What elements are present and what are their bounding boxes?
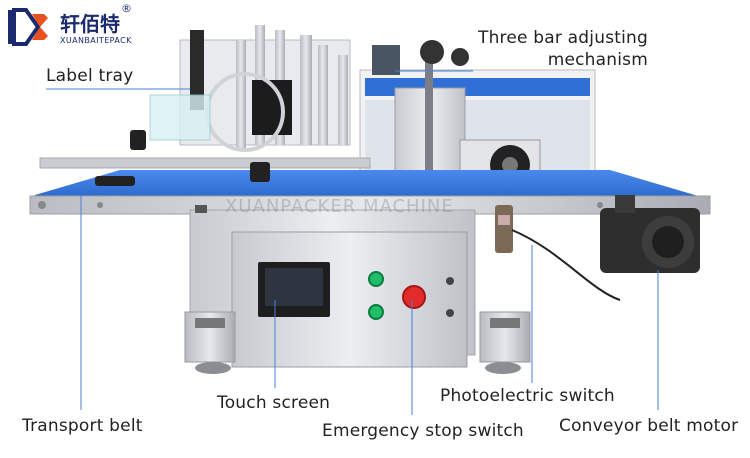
leader-lines bbox=[46, 70, 659, 415]
brand-name-cn: 轩佰特 bbox=[60, 12, 120, 36]
touch-screen-label: Touch screen bbox=[217, 393, 331, 413]
brand-registered-mark: ® bbox=[121, 2, 132, 15]
photoelectric-switch-label: Photoelectric switch bbox=[440, 386, 615, 406]
three-bar-label-line2: mechanism bbox=[547, 50, 648, 70]
conveyor bbox=[29, 130, 711, 215]
control-cabinet bbox=[189, 205, 476, 368]
label-tray-label: Label tray bbox=[46, 66, 134, 86]
conveyor-motor-label: Conveyor belt motor bbox=[559, 416, 739, 436]
watermark: XUANPACKER MACHINE bbox=[225, 196, 454, 217]
base-frame bbox=[184, 311, 531, 374]
emergency-stop-label: Emergency stop switch bbox=[322, 421, 524, 441]
brand-logo-icon bbox=[8, 8, 48, 46]
label-tray-assembly bbox=[149, 25, 351, 152]
photoelectric-sensor bbox=[495, 205, 621, 301]
brand-name-en: XUANBAITEPACK bbox=[60, 36, 132, 45]
transport-belt-label: Transport belt bbox=[22, 416, 143, 436]
conveyor-motor bbox=[600, 195, 700, 273]
three-bar-label-line1: Three bar adjusting bbox=[477, 28, 648, 48]
